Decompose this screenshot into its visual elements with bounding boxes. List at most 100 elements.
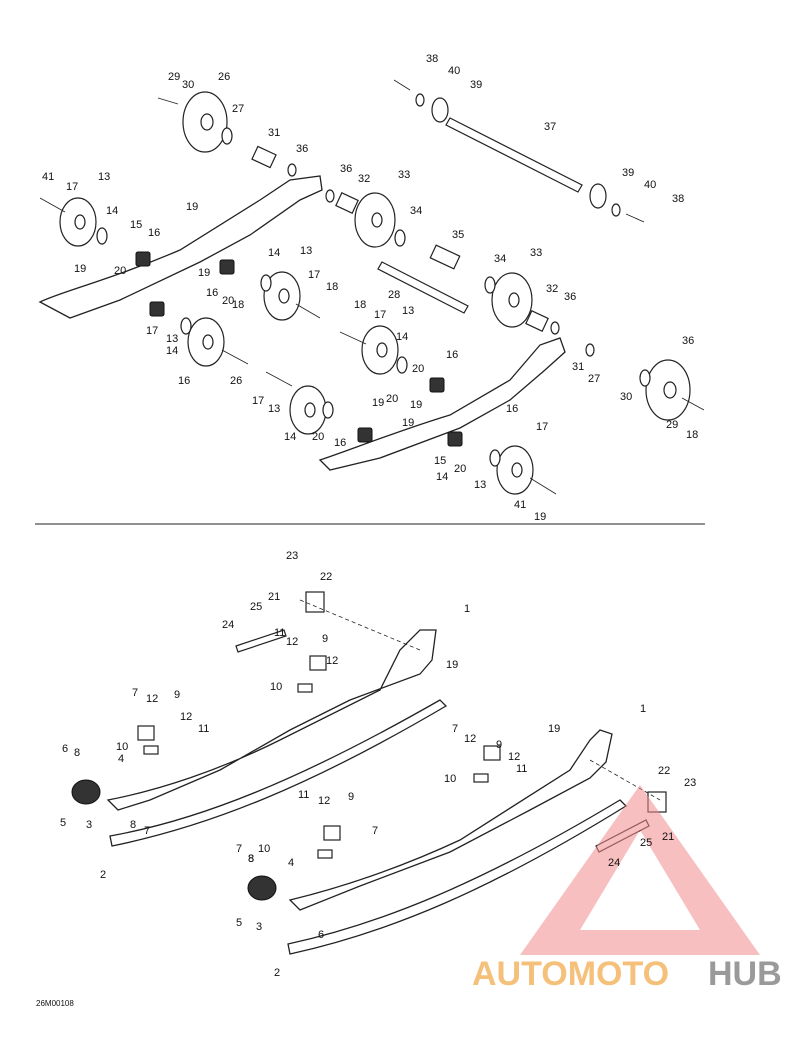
top-callout-27: 27 xyxy=(232,103,244,115)
bottom-callout-12: 12 xyxy=(508,751,520,763)
bottom-callout-11: 11 xyxy=(274,627,285,639)
bottom-callout-2: 2 xyxy=(274,967,280,979)
top-callout-17: 17 xyxy=(308,269,320,281)
bottom-callout-12: 12 xyxy=(326,655,338,667)
top-callout-16: 16 xyxy=(148,227,160,239)
top-callout-31: 31 xyxy=(572,361,584,373)
top-callout-14: 14 xyxy=(284,431,296,443)
spacer-35 xyxy=(429,244,461,270)
bottom-callout-11: 11 xyxy=(298,789,309,801)
bottom-callout-9: 9 xyxy=(322,633,328,645)
top-callout-13: 13 xyxy=(98,171,110,183)
bottom-callout-10: 10 xyxy=(444,773,456,785)
top-callout-16: 16 xyxy=(206,287,218,299)
axle-28 xyxy=(377,261,469,314)
bottom-callout-23: 23 xyxy=(286,550,298,562)
bottom-callout-12: 12 xyxy=(286,636,298,648)
top-callout-35: 35 xyxy=(452,229,464,241)
bottom-callout-9: 9 xyxy=(496,739,502,751)
top-callout-36: 36 xyxy=(564,291,576,303)
top-callout-34: 34 xyxy=(494,253,506,265)
top-callout-33: 33 xyxy=(530,247,542,259)
top-callout-17: 17 xyxy=(374,309,386,321)
top-callout-17: 17 xyxy=(146,325,158,337)
bogie-brackets xyxy=(135,251,463,447)
bottom-callout-6: 6 xyxy=(62,743,68,755)
top-callout-13: 13 xyxy=(166,333,178,345)
top-callout-38: 38 xyxy=(426,53,438,65)
bottom-callout-9: 9 xyxy=(348,791,354,803)
bottom-callout-19: 19 xyxy=(446,659,458,671)
bottom-callout-4: 4 xyxy=(118,753,124,765)
top-callout-16: 16 xyxy=(178,375,190,387)
bottom-callout-10: 10 xyxy=(116,741,128,753)
top-callout-20: 20 xyxy=(412,363,424,375)
watermark: AUTOMOTO HUB xyxy=(472,785,782,993)
bottom-callout-9: 9 xyxy=(174,689,180,701)
top-callout-20: 20 xyxy=(114,265,126,277)
wheel-39-right xyxy=(589,183,607,209)
bottom-callout-7: 7 xyxy=(452,723,458,735)
top-callout-36: 36 xyxy=(296,143,308,155)
spacer-31-upper xyxy=(251,145,277,169)
top-callout-33: 33 xyxy=(398,169,410,181)
top-callout-17: 17 xyxy=(536,421,548,433)
bottom-callout-11: 11 xyxy=(516,763,527,775)
slide-2-upper xyxy=(109,699,448,847)
roller-5-upper xyxy=(71,779,101,805)
bottom-callout-10: 10 xyxy=(258,843,270,855)
bottom-callout-24: 24 xyxy=(222,619,234,631)
long-axle xyxy=(445,117,583,193)
top-callout-14: 14 xyxy=(396,331,408,343)
bottom-callout-25: 25 xyxy=(250,601,262,613)
bottom-callout-12: 12 xyxy=(180,711,192,723)
bottom-callout-7: 7 xyxy=(236,843,242,855)
top-callout-30: 30 xyxy=(182,79,194,91)
top-callout-40: 40 xyxy=(644,179,656,191)
bottom-callout-8: 8 xyxy=(130,819,136,831)
bottom-callout-24: 24 xyxy=(608,857,620,869)
top-callout-17: 17 xyxy=(252,395,264,407)
top-callout-16: 16 xyxy=(446,349,458,361)
bottom-callout-12: 12 xyxy=(146,693,158,705)
bottom-callout-3: 3 xyxy=(86,819,92,831)
frame-rail-lower xyxy=(318,337,566,471)
top-callout-19: 19 xyxy=(198,267,210,279)
bottom-callout-5: 5 xyxy=(60,817,66,829)
top-callout-14: 14 xyxy=(436,471,448,483)
top-callout-40: 40 xyxy=(448,65,460,77)
bottom-callout-8: 8 xyxy=(74,747,80,759)
rail-1-lower xyxy=(288,729,613,911)
top-callout-18: 18 xyxy=(232,299,244,311)
top-callout-18: 18 xyxy=(326,281,338,293)
bearings xyxy=(96,93,651,467)
top-callout-19: 19 xyxy=(534,511,546,523)
top-callout-37: 37 xyxy=(544,121,556,133)
spacer-32-right xyxy=(525,310,549,332)
bottom-callout-22: 22 xyxy=(658,765,670,777)
top-callout-36: 36 xyxy=(340,163,352,175)
idler-wheels xyxy=(59,91,691,495)
top-callout-29: 29 xyxy=(168,71,180,83)
drawing-code: 26M00108 xyxy=(36,999,74,1008)
top-callout-13: 13 xyxy=(474,479,486,491)
top-callout-17: 17 xyxy=(66,181,78,193)
top-callout-15: 15 xyxy=(434,455,446,467)
top-callout-20: 20 xyxy=(222,295,234,307)
bottom-callout-3: 3 xyxy=(256,921,262,933)
bottom-callout-7: 7 xyxy=(144,825,150,837)
top-callout-36: 36 xyxy=(682,335,694,347)
top-callout-15: 15 xyxy=(130,219,142,231)
top-assembly xyxy=(38,79,705,495)
top-callout-16: 16 xyxy=(334,437,346,449)
frame-rail-upper xyxy=(38,175,323,319)
top-callout-32: 32 xyxy=(358,173,370,185)
bottom-callout-4: 4 xyxy=(288,857,294,869)
bottom-callout-19: 19 xyxy=(548,723,560,735)
top-callout-30: 30 xyxy=(620,391,632,403)
top-callout-41: 41 xyxy=(42,171,54,183)
top-callout-18: 18 xyxy=(354,299,366,311)
top-callout-14: 14 xyxy=(106,205,118,217)
